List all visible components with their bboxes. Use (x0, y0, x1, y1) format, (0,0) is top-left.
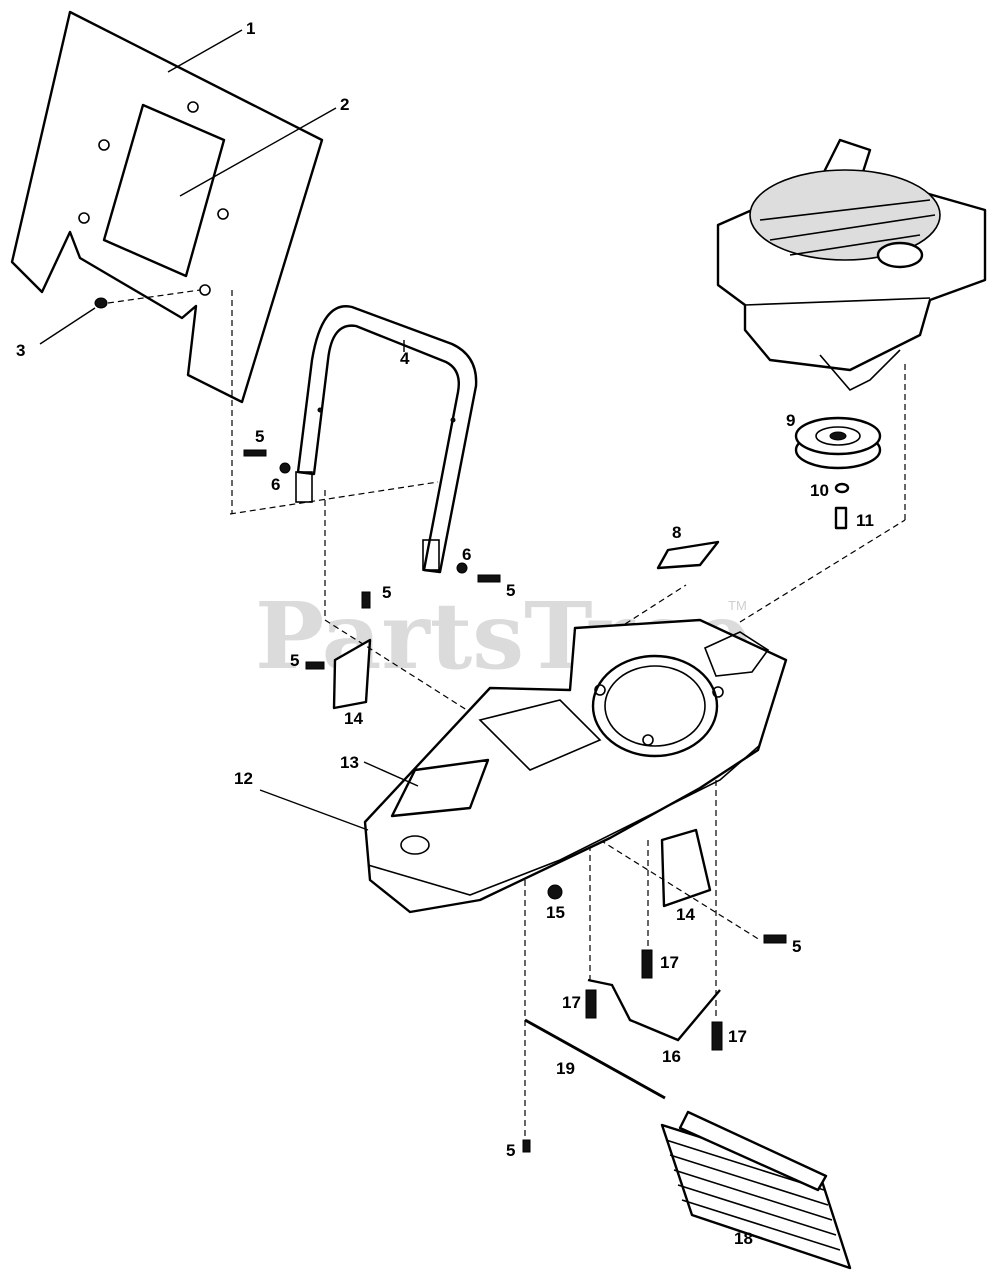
part-15-nut[interactable] (547, 884, 563, 900)
part-17-screw-c[interactable] (711, 1021, 723, 1051)
part-16-rod[interactable] (587, 978, 721, 1042)
part-4-handle[interactable] (229, 290, 478, 574)
callout-14-b: 14 (676, 905, 695, 924)
callout-1: 1 (246, 19, 255, 38)
callout-17-b: 17 (562, 993, 581, 1012)
callout-5-b: 5 (506, 581, 515, 600)
callout-18: 18 (734, 1229, 753, 1248)
part-9-pulley[interactable] (794, 416, 882, 470)
callout-4: 4 (400, 349, 410, 368)
part-18-chute[interactable] (660, 1110, 852, 1270)
engine[interactable] (716, 138, 987, 391)
bolt-5-bracket-right[interactable] (763, 934, 787, 944)
callout-16: 16 (662, 1047, 681, 1066)
part-12-deck[interactable] (363, 618, 788, 914)
part-17-screw-a[interactable] (641, 949, 653, 979)
part-13-decal[interactable] (390, 758, 490, 818)
part-8-label[interactable] (656, 540, 720, 570)
bolt-5-bottom[interactable] (522, 1139, 531, 1153)
bolt-5-bracket-left[interactable] (305, 661, 325, 670)
bolt-5-bracket-top[interactable] (361, 591, 371, 609)
callout-8: 8 (672, 523, 681, 542)
bolt-5-right[interactable] (477, 574, 501, 583)
callout-13: 13 (340, 753, 359, 772)
callout-17-a: 17 (660, 953, 679, 972)
callout-6-b: 6 (462, 545, 471, 564)
part-3-push-pin[interactable] (94, 289, 201, 309)
callout-5-c: 5 (382, 583, 391, 602)
callout-14-a: 14 (344, 709, 363, 728)
callout-5-f: 5 (506, 1141, 515, 1160)
nut-6-right[interactable] (456, 562, 468, 574)
part-11-bolt[interactable] (834, 506, 848, 530)
callout-19: 19 (556, 1059, 575, 1078)
part-14-bracket-right[interactable] (660, 828, 712, 908)
callout-12: 12 (234, 769, 253, 788)
nut-6-top-left[interactable] (279, 462, 291, 474)
callout-5-a: 5 (255, 427, 264, 446)
part-14-bracket-left[interactable] (332, 638, 372, 710)
part-17-screw-b[interactable] (585, 989, 597, 1019)
callout-5-d: 5 (290, 651, 299, 670)
watermark-trademark: TM (728, 598, 747, 613)
bolt-5-top-left[interactable] (243, 449, 267, 457)
callout-10: 10 (810, 481, 829, 500)
callout-6-a: 6 (271, 475, 280, 494)
callout-5-e: 5 (792, 937, 801, 956)
callout-3: 3 (16, 341, 25, 360)
part-2-decal[interactable] (102, 103, 226, 278)
part-19-rod[interactable] (524, 1018, 666, 1100)
callout-9: 9 (786, 411, 795, 430)
callout-2: 2 (340, 95, 349, 114)
part-10-washer[interactable] (834, 482, 850, 494)
callout-17-c: 17 (728, 1027, 747, 1046)
callout-11: 11 (856, 511, 874, 530)
callout-15: 15 (546, 903, 565, 922)
